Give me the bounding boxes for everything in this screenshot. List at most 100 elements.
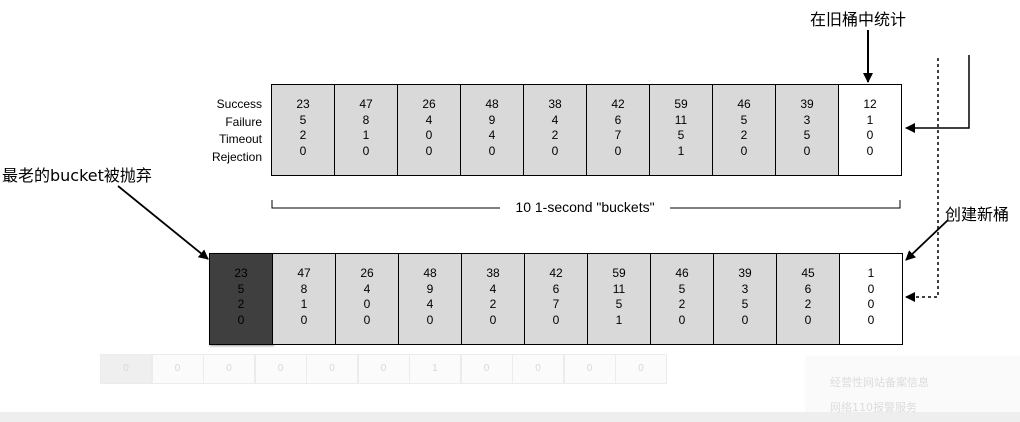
bucket-value: 0 — [237, 312, 245, 327]
bucket-value: 6 — [804, 281, 812, 296]
bucket-value: 7 — [552, 297, 560, 311]
bucket-value: 23 — [234, 266, 248, 280]
bucket-value: 6 — [552, 281, 560, 296]
bucket-value: 0 — [804, 312, 812, 327]
page-footer-band — [0, 412, 1020, 422]
bucket-value: 0 — [867, 281, 875, 296]
bucket-value: 26 — [360, 266, 374, 280]
bucket-value: 0 — [867, 297, 875, 311]
bucket-value: 8 — [300, 281, 308, 296]
bucket-value: 42 — [549, 266, 563, 280]
bucket-value: 0 — [362, 143, 370, 158]
bucket-value: 7 — [614, 128, 622, 142]
bucket-value: 0 — [299, 143, 307, 158]
bucket-value: 4 — [363, 281, 371, 296]
bucket-value: 46 — [737, 97, 751, 111]
bucket-value: 42 — [611, 97, 625, 111]
bucket-value: 0 — [363, 312, 371, 327]
label-oldest-discarded: 最老的bucket被抛弃 — [2, 166, 152, 185]
bucket-value: 0 — [552, 312, 560, 327]
bucket-value: 5 — [741, 297, 749, 311]
arrow-oldest-discarded — [117, 185, 209, 260]
metric-label-failure: Failure — [225, 114, 262, 129]
bucket-value: 38 — [548, 97, 562, 111]
bucket-value: 0 — [551, 143, 559, 158]
bucket-value: 48 — [485, 97, 499, 111]
bucket-value: 4 — [425, 112, 433, 127]
bucket-value: 39 — [738, 266, 752, 280]
bucket-value: 9 — [488, 112, 496, 127]
bucket-value: 39 — [800, 97, 814, 111]
bucket-value: 1 — [866, 112, 874, 127]
bucket-value: 4 — [426, 297, 434, 311]
bucket-value: 0 — [866, 143, 874, 158]
bucket-value: 48 — [423, 266, 437, 280]
bucket-value: 0 — [740, 143, 748, 158]
ghost-bucket-cell: 0 — [203, 354, 255, 384]
bucket-value: 0 — [300, 312, 308, 327]
bucket-value: 0 — [425, 143, 433, 158]
bucket-value: 4 — [489, 281, 497, 296]
bucket-value: 1 — [615, 312, 623, 327]
bucket-value: 11 — [612, 281, 626, 296]
bucket-value: 1 — [867, 266, 875, 280]
arrow-feed-top-window — [905, 55, 970, 133]
bucket-value: 3 — [803, 112, 811, 127]
bucket-value: 12 — [863, 97, 877, 111]
bucket-value: 4 — [488, 128, 496, 142]
ghost-footer-line-2: 网络110报警服务 — [830, 401, 917, 414]
bucket-value: 2 — [740, 128, 748, 142]
bucket-value: 1 — [300, 297, 308, 311]
bucket-value: 23 — [296, 97, 310, 111]
bucket-value: 0 — [678, 312, 686, 327]
ghost-bucket-cell: 1 — [409, 354, 461, 384]
bucket-value: 1 — [362, 128, 370, 142]
bucket-value: 0 — [803, 143, 811, 158]
metric-label-success: Success — [216, 97, 262, 111]
bucket-value: 8 — [362, 112, 370, 127]
ghost-footer-panel — [805, 356, 1020, 412]
bucket-value: 5 — [615, 297, 623, 311]
bucket-value: 0 — [425, 128, 433, 142]
bucket-value: 0 — [488, 143, 496, 158]
bucket-value: 59 — [674, 97, 688, 111]
bucket-value: 2 — [489, 297, 497, 311]
bucket-value: 6 — [614, 112, 622, 127]
label-create-new-bucket: 创建新桶 — [945, 205, 1010, 224]
bucket-value: 2 — [804, 297, 812, 311]
dotted-new-bucket-path — [905, 58, 939, 302]
bucket-value: 0 — [867, 312, 875, 327]
arrow-create-new-bucket — [905, 219, 949, 261]
bucket-value: 5 — [677, 128, 685, 142]
metric-label-rejection: Rejection — [211, 149, 262, 164]
ghost-bucket-cell: 0 — [151, 354, 204, 384]
bucket-value: 5 — [299, 112, 307, 127]
bucket-value: 46 — [675, 266, 689, 280]
bucket-value: 5 — [678, 281, 686, 296]
ghost-bucket-cell: 0 — [615, 354, 667, 384]
label-count-in-old-bucket: 在旧桶中统计 — [810, 10, 907, 29]
bucket-value: 5 — [803, 128, 811, 142]
bucket-value: 2 — [551, 128, 559, 142]
bucket-value: 0 — [363, 297, 371, 311]
metric-label-timeout: Timeout — [219, 132, 262, 146]
bucket-value: 0 — [614, 143, 622, 158]
